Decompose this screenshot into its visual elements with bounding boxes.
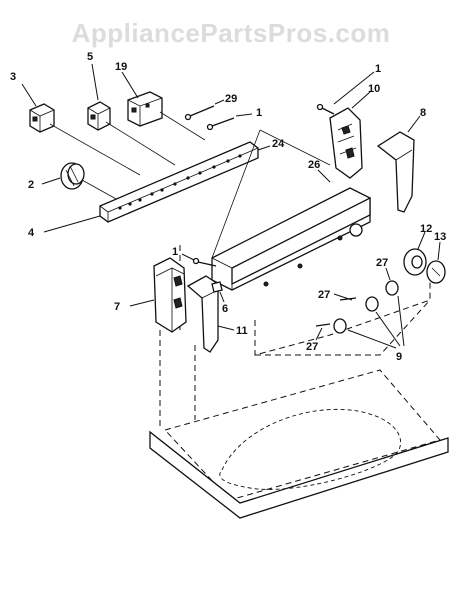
callout-24: 24	[272, 138, 285, 150]
callout-1-right: 1	[375, 63, 381, 75]
part-10-endcap	[329, 91, 371, 179]
part-1-screw-right	[316, 71, 375, 115]
callout-7: 7	[114, 301, 120, 313]
part-8-endcap-trim	[376, 115, 421, 213]
part-12-knob-skirt	[403, 231, 427, 276]
callout-5: 5	[87, 51, 93, 63]
part-27-knob-a	[385, 267, 399, 296]
callout-1-top: 1	[256, 107, 262, 119]
callout-4: 4	[28, 227, 35, 239]
part-26-console	[211, 129, 371, 291]
part-9-knobs-leaders	[347, 295, 405, 349]
callout-12: 12	[420, 223, 432, 235]
callout-13: 13	[434, 231, 446, 243]
part-6-clip	[211, 281, 225, 303]
callout-6: 6	[222, 303, 228, 315]
callout-19: 19	[115, 61, 127, 73]
part-1-screw-top	[206, 113, 253, 131]
callout-9: 9	[396, 351, 402, 363]
callout-27-c: 27	[306, 341, 318, 353]
cabinet-top	[149, 330, 449, 519]
callout-29: 29	[225, 93, 237, 105]
part-7-left-endcap	[129, 257, 187, 333]
callout-2: 2	[28, 179, 34, 191]
callout-27-a: 27	[376, 257, 388, 269]
callout-8: 8	[420, 107, 426, 119]
watermark-text: AppliancePartsPros.com	[72, 18, 391, 48]
callout-10: 10	[368, 83, 380, 95]
part-1-screw-left	[181, 253, 217, 267]
callout-27-b: 27	[318, 289, 330, 301]
part-27-knob-c	[315, 318, 347, 341]
part-2-knob	[41, 162, 85, 190]
callout-11: 11	[236, 325, 248, 337]
part-19-timer	[121, 71, 163, 127]
part-4-control-panel	[43, 141, 259, 233]
part-27-knob-b	[333, 293, 379, 312]
part-29-screw	[184, 99, 225, 121]
part-13-knob	[426, 241, 446, 284]
part-5-switch	[87, 63, 111, 131]
part-3-switch	[21, 83, 55, 133]
callout-3: 3	[10, 71, 16, 83]
projection-lines	[49, 111, 206, 201]
callout-26: 26	[308, 159, 320, 171]
callout-1-left: 1	[172, 246, 178, 258]
